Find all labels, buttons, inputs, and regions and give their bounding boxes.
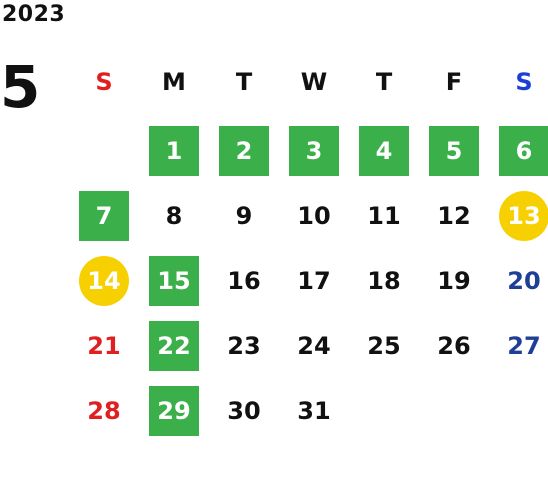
day-cell[interactable]: 31	[279, 378, 349, 443]
weekday-saturday: S	[515, 68, 533, 96]
day-29: 29	[149, 385, 199, 436]
day-9: 9	[235, 201, 253, 230]
day-cell[interactable]: 16	[209, 248, 279, 313]
day-14: 14	[79, 255, 129, 306]
day-13: 13	[499, 190, 548, 241]
calendar-year: 2023	[2, 2, 66, 27]
day-1: 1	[149, 125, 199, 176]
day-cell[interactable]: 9	[209, 183, 279, 248]
day-15: 15	[149, 255, 199, 306]
day-22: 22	[149, 320, 199, 371]
day-3: 3	[289, 125, 339, 176]
day-25: 25	[367, 331, 401, 360]
day-cell[interactable]: 21	[69, 313, 139, 378]
day-cell[interactable]: 2	[209, 118, 279, 183]
day-cell[interactable]: 14	[69, 248, 139, 313]
day-12: 12	[437, 201, 471, 230]
weekday-friday: F	[445, 68, 463, 96]
day-cell[interactable]: 28	[69, 378, 139, 443]
day-cell[interactable]: 27	[489, 313, 548, 378]
day-cell[interactable]: 19	[419, 248, 489, 313]
day-24: 24	[297, 331, 331, 360]
day-cell[interactable]: 23	[209, 313, 279, 378]
day-cell[interactable]: 12	[419, 183, 489, 248]
day-4: 4	[359, 125, 409, 176]
calendar-month: 5	[0, 53, 41, 121]
day-20: 20	[507, 266, 541, 295]
day-cell[interactable]: 20	[489, 248, 548, 313]
day-10: 10	[297, 201, 331, 230]
day-cell[interactable]: 30	[209, 378, 279, 443]
weekday-thursday: T	[375, 68, 393, 96]
day-cell[interactable]: 5	[419, 118, 489, 183]
weekday-wednesday: W	[300, 68, 328, 96]
day-6: 6	[499, 125, 548, 176]
day-cell[interactable]: 17	[279, 248, 349, 313]
empty-cell	[69, 118, 139, 183]
day-cell[interactable]: 24	[279, 313, 349, 378]
day-7: 7	[79, 190, 129, 241]
day-2: 2	[219, 125, 269, 176]
day-18: 18	[367, 266, 401, 295]
weekday-sunday: S	[95, 68, 113, 96]
day-cell[interactable]: 18	[349, 248, 419, 313]
day-8: 8	[165, 201, 183, 230]
day-27: 27	[507, 331, 541, 360]
day-cell[interactable]: 3	[279, 118, 349, 183]
day-19: 19	[437, 266, 471, 295]
day-cell[interactable]: 26	[419, 313, 489, 378]
day-cell[interactable]: 10	[279, 183, 349, 248]
day-cell[interactable]: 29	[139, 378, 209, 443]
day-30: 30	[227, 396, 261, 425]
day-16: 16	[227, 266, 261, 295]
day-26: 26	[437, 331, 471, 360]
day-cell[interactable]: 6	[489, 118, 548, 183]
day-cell[interactable]: 15	[139, 248, 209, 313]
day-cell[interactable]: 4	[349, 118, 419, 183]
day-28: 28	[87, 396, 121, 425]
day-cell[interactable]: 1	[139, 118, 209, 183]
day-cell[interactable]: 13	[489, 183, 548, 248]
day-cell[interactable]: 7	[69, 183, 139, 248]
day-cell[interactable]: 11	[349, 183, 419, 248]
weekday-tuesday: T	[235, 68, 253, 96]
day-cell[interactable]: 25	[349, 313, 419, 378]
day-5: 5	[429, 125, 479, 176]
day-cell[interactable]: 8	[139, 183, 209, 248]
day-23: 23	[227, 331, 261, 360]
day-21: 21	[87, 331, 121, 360]
day-31: 31	[297, 396, 331, 425]
day-cell[interactable]: 22	[139, 313, 209, 378]
day-17: 17	[297, 266, 331, 295]
weekday-monday: M	[162, 68, 186, 96]
day-11: 11	[367, 201, 401, 230]
